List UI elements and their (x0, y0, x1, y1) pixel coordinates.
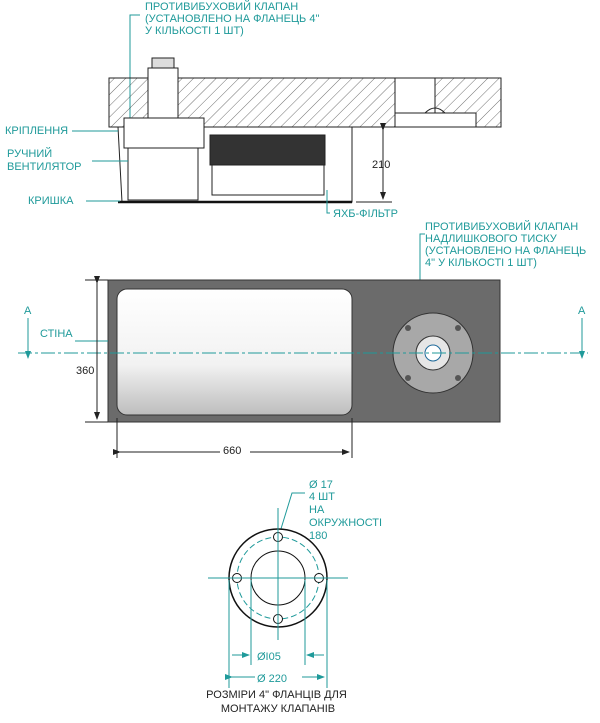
section-mark-right: А (578, 305, 586, 317)
width-dimension: 360 (76, 365, 94, 377)
height-dimension-value: 210 (372, 159, 390, 171)
cover-label: КРИШКА (28, 195, 74, 207)
outer-diameter: Ø 220 (257, 673, 287, 685)
side-view: ПРОТИВИБУХОВИЙ КЛАПАН (УСТАНОВЛЕНО НА ФЛ… (5, 0, 502, 220)
section-mark-left: А (24, 305, 32, 317)
manual-fan (127, 147, 199, 201)
overpressure-valve-side (424, 95, 446, 114)
length-dimension: 660 (223, 445, 241, 457)
flange-caption: РОЗМІРИ 4" ФЛАНЦІВ ДЛЯ МОНТАЖУ КЛАПАНІВ (206, 689, 350, 715)
holes-label: Ø 17 4 ШТ НА ОКРУЖНОСТІ 180 (309, 479, 385, 542)
filter-top (209, 134, 326, 166)
wall-label: СТІНА (40, 328, 73, 340)
valve-stem (147, 67, 179, 127)
overpressure-valve-label: ПРОТИВИБУХОВИЙ КЛАПАН НАДЛИШКОВОГО ТИСКУ… (425, 220, 589, 269)
fan-label: РУЧНИЙ ВЕНТИЛЯТОР (7, 147, 82, 173)
top-valve-label: ПРОТИВИБУХОВИЙ КЛАПАН (УСТАНОВЛЕНО НА ФЛ… (145, 0, 322, 37)
filter-body (211, 164, 325, 196)
flange-view: Ø 17 4 ШТ НА ОКРУЖНОСТІ 180 ØI05 Ø 220 Р… (206, 479, 385, 715)
tray (116, 288, 353, 416)
plan-view: ПРОТИВИБУХОВИЙ КЛАПАН НАДЛИШКОВОГО ТИСКУ… (18, 220, 589, 458)
inner-diameter: ØI05 (257, 651, 281, 663)
filter-label: ЯХБ-ФІЛЬТР (333, 208, 398, 220)
mount-label: КРІПЛЕННЯ (5, 125, 68, 137)
